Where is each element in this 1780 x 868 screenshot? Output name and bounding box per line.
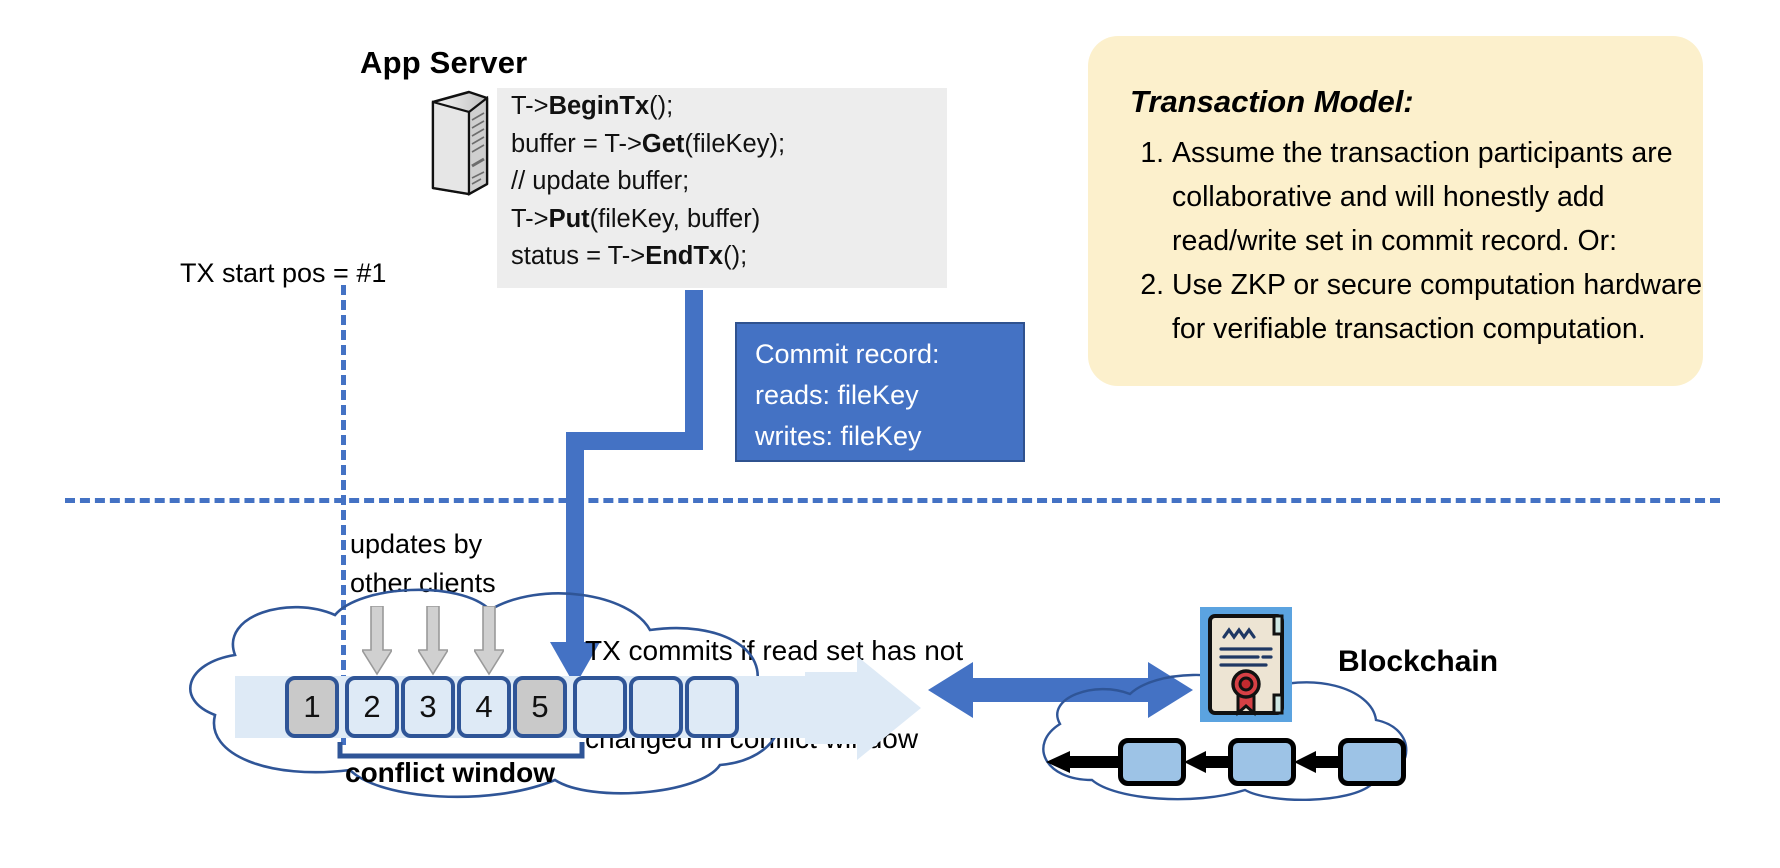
ledger-block[interactable]: 5: [513, 676, 567, 738]
blockchain-block[interactable]: [1228, 738, 1296, 786]
transaction-model-panel: Transaction Model: Assume the transactio…: [1088, 36, 1703, 386]
blockchain-cloud-outline: [1020, 672, 1420, 802]
update-arrow-icon: [416, 605, 450, 676]
app-server-title: App Server: [360, 45, 528, 80]
code-line-0: T->BeginTx();: [511, 92, 674, 120]
code-line-1: buffer = T->Get(fileKey);: [511, 129, 786, 158]
conflict-window-label: conflict window: [345, 757, 555, 788]
transaction-model-item: Assume the transaction participants are …: [1172, 131, 1717, 263]
blockchain-block[interactable]: [1118, 738, 1186, 786]
commit-record-line-1: reads: fileKey: [755, 380, 919, 410]
server-tower-icon: [425, 88, 495, 198]
ledger-growth-arrow: [805, 656, 925, 765]
update-arrow-icon: [360, 605, 394, 676]
commit-record-line-2: writes: fileKey: [755, 421, 922, 451]
certificate-seal-icon: [1200, 607, 1292, 722]
transaction-model-item: Use ZKP or secure computation hardware f…: [1172, 263, 1717, 351]
transaction-model-list: Assume the transaction participants are …: [1126, 131, 1717, 351]
tx-start-pos-label: TX start pos = #1: [180, 258, 387, 288]
blockchain-block[interactable]: [1338, 738, 1406, 786]
blockchain-label: Blockchain: [1338, 645, 1499, 678]
layer-divider-dashed-line: [65, 498, 1720, 503]
ledger-block[interactable]: 2: [345, 676, 399, 738]
ledger-block[interactable]: 1: [285, 676, 339, 738]
left-arrow-icon: [1184, 751, 1254, 773]
update-arrow-icon: [472, 605, 506, 676]
updates-label-line2: other clients: [350, 568, 496, 598]
ledger-block[interactable]: 3: [401, 676, 455, 738]
transaction-model-title: Transaction Model:: [1130, 84, 1414, 119]
bidirectional-sync-arrow: [928, 660, 1193, 720]
conflict-window-bracket: [336, 742, 586, 764]
code-line-4: status = T->EndTx();: [511, 242, 748, 270]
commit-record-line-0: Commit record:: [755, 339, 940, 369]
code-line-2: // update buffer;: [511, 167, 690, 195]
left-arrow-icon: [1294, 751, 1364, 773]
left-arrow-icon: [1046, 751, 1118, 773]
ledger-block[interactable]: 4: [457, 676, 511, 738]
updates-by-other-clients-label: updates by other clients: [350, 525, 496, 603]
tx-start-dashed-line: [341, 285, 346, 745]
ledger-block[interactable]: [685, 676, 739, 738]
updates-label-line1: updates by: [350, 529, 483, 559]
commit-record-box: Commit record: reads: fileKey writes: fi…: [735, 322, 1025, 462]
ledger-block[interactable]: [573, 676, 627, 738]
tx-commits-line1: TX commits if read set has not: [585, 635, 964, 666]
ledger-block[interactable]: [629, 676, 683, 738]
code-line-3: T->Put(fileKey, buffer): [511, 204, 761, 233]
code-snippet-box: T->BeginTx(); buffer = T->Get(fileKey); …: [497, 88, 947, 288]
